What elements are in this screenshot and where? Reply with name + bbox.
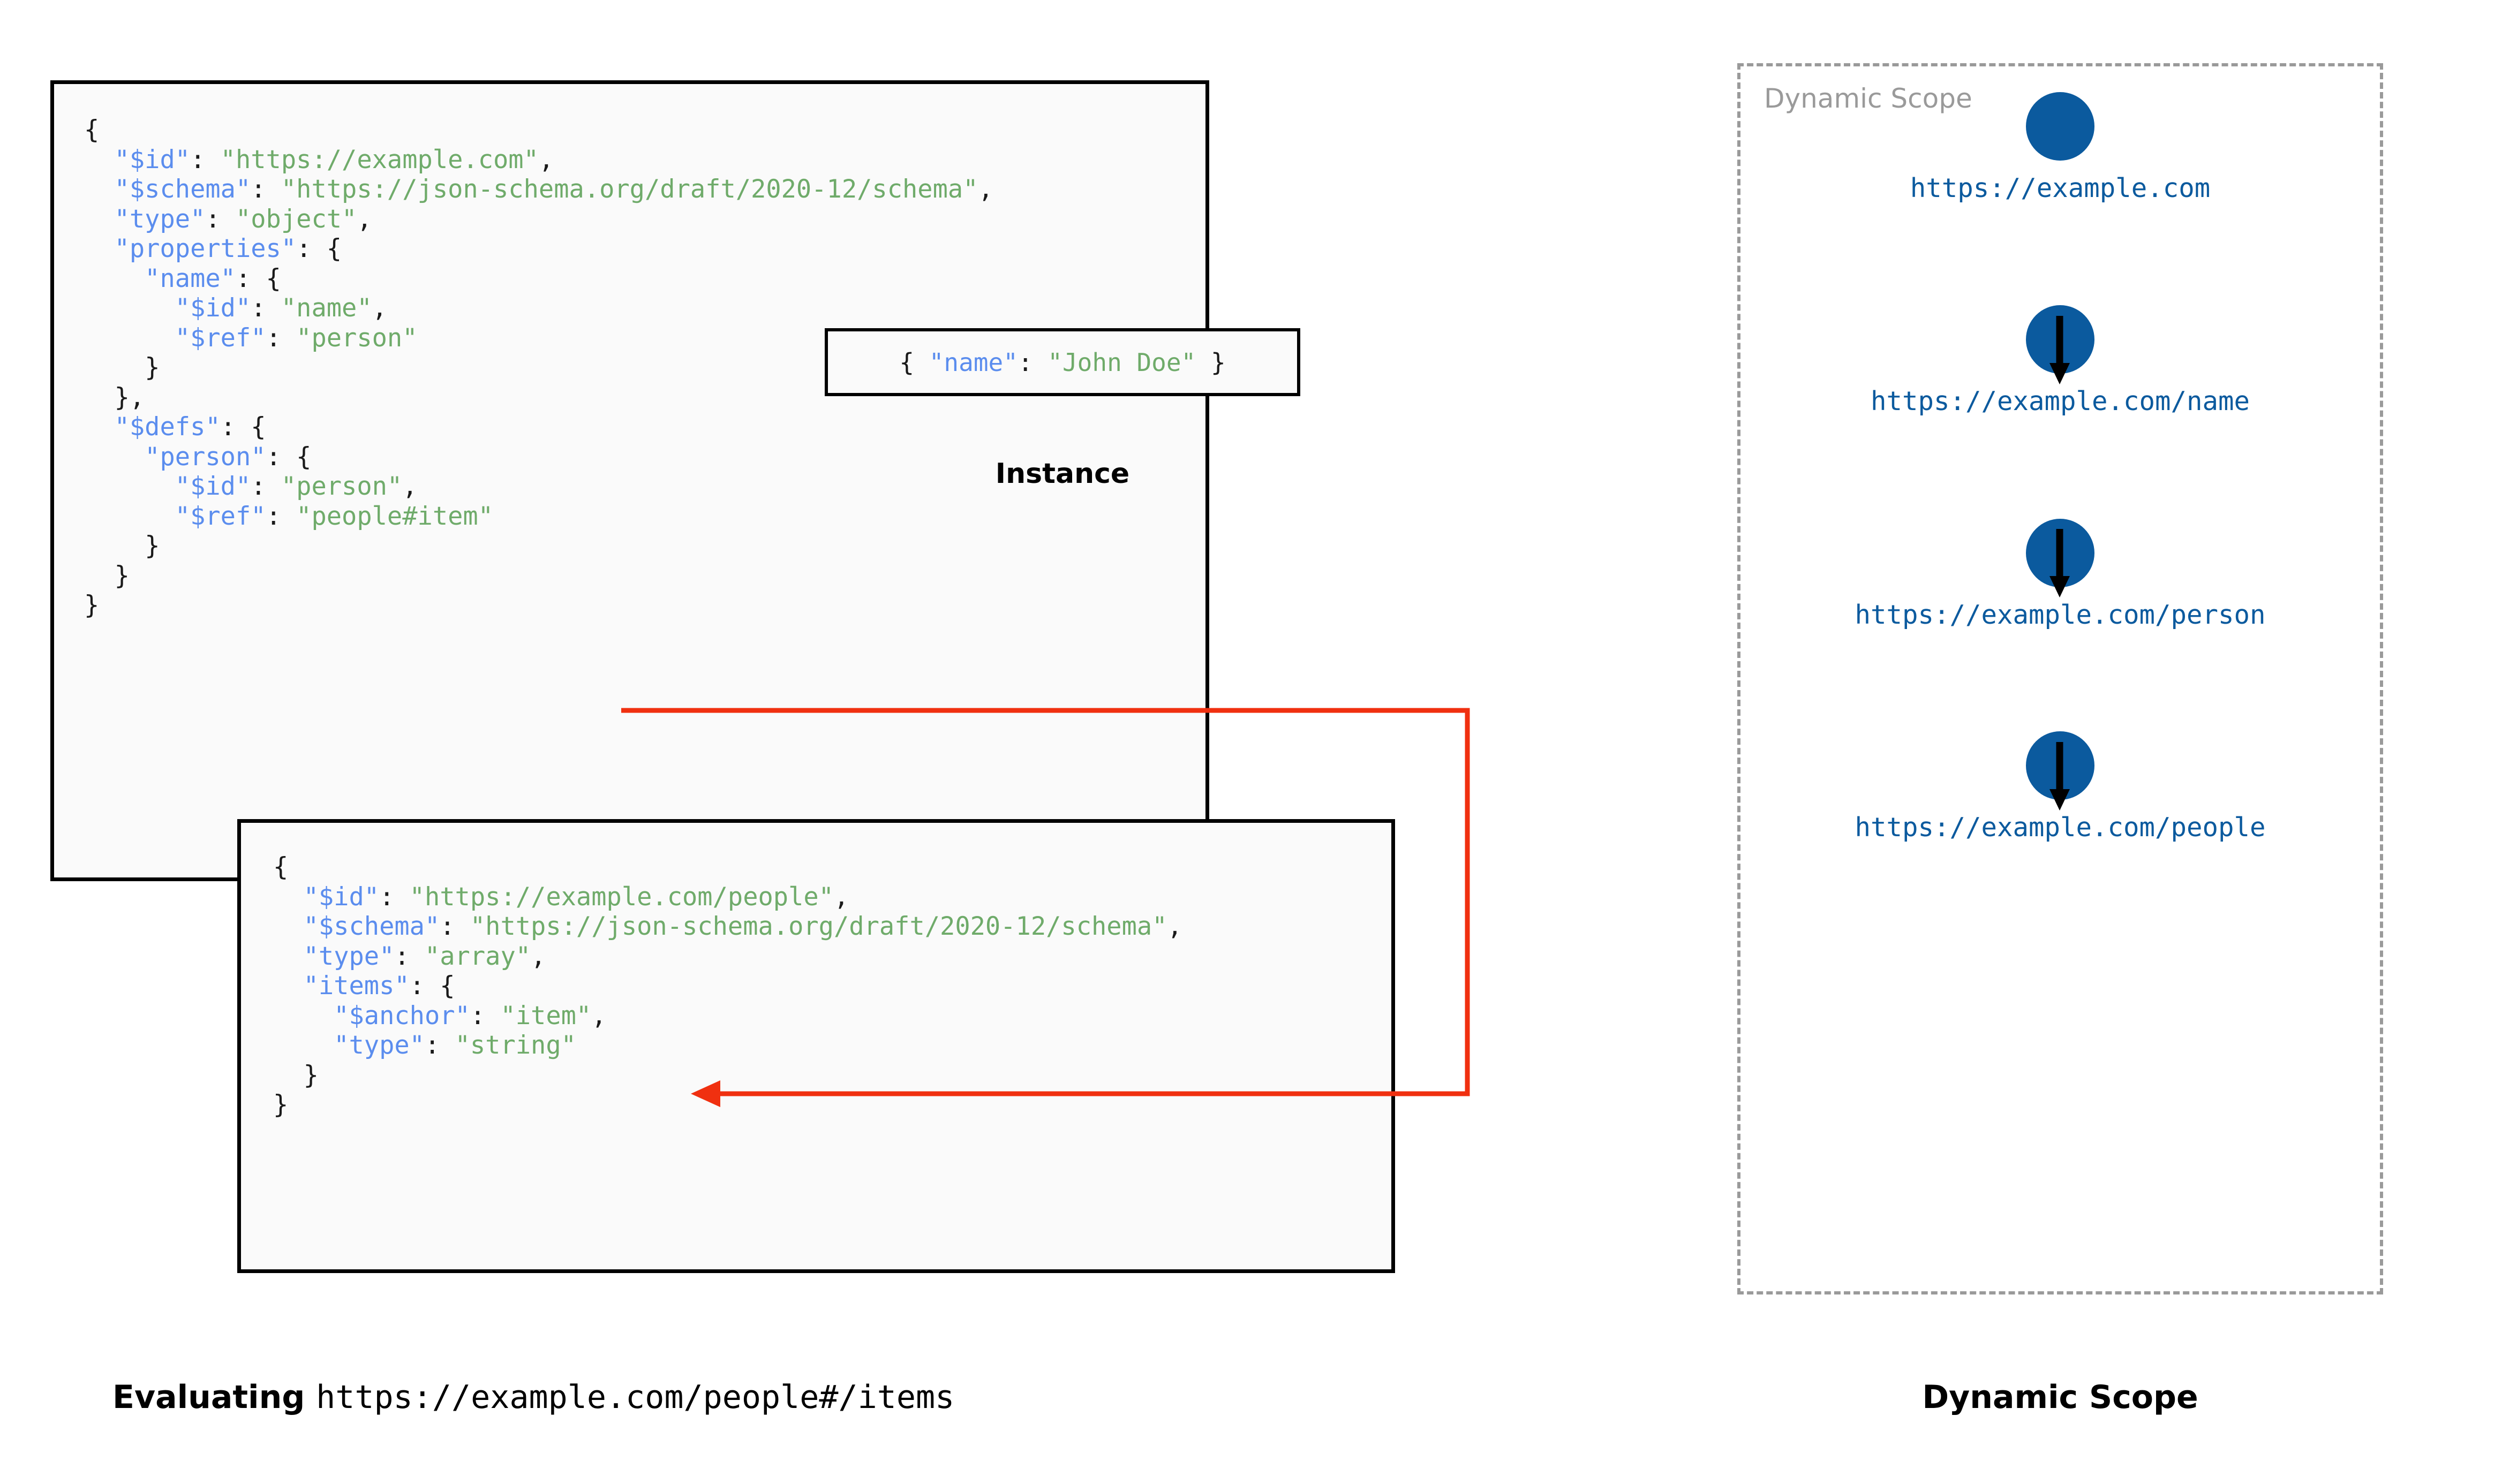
- arrow-down-icon-1: [2049, 529, 2070, 597]
- instance-box: { "name": "John Doe" }: [825, 328, 1300, 396]
- scope-node-label-0: https://example.com: [1910, 173, 2211, 203]
- instance-label: Instance: [995, 458, 1130, 490]
- evaluating-uri: https://example.com/people#/items: [316, 1379, 955, 1416]
- dynamic-scope-panel-title: Dynamic Scope: [1764, 83, 1972, 114]
- evaluating-caption: Evaluating https://example.com/people#/i…: [112, 1379, 954, 1416]
- instance-code: { "name": "John Doe" }: [899, 347, 1226, 377]
- scope-node-label-1: https://example.com/name: [1870, 386, 2250, 417]
- root-schema-code: { "$id": "https://example.com", "$schema…: [84, 115, 993, 620]
- scope-node-label-3: https://example.com/people: [1855, 812, 2266, 843]
- scope-node-label-2: https://example.com/person: [1855, 600, 2266, 630]
- people-schema-code: { "$id": "https://example.com/people", "…: [273, 852, 1182, 1119]
- evaluating-prefix: Evaluating: [112, 1379, 316, 1416]
- scope-node-0: https://example.com: [1737, 92, 2383, 203]
- arrow-down-icon-2: [2049, 742, 2070, 811]
- dynamic-scope-caption: Dynamic Scope: [1922, 1379, 2198, 1416]
- arrow-down-icon-0: [2049, 316, 2070, 384]
- people-schema-box: { "$id": "https://example.com/people", "…: [237, 819, 1395, 1273]
- dynamic-scope-panel: [1737, 63, 2383, 1294]
- scope-circle-icon-0: [2026, 92, 2094, 161]
